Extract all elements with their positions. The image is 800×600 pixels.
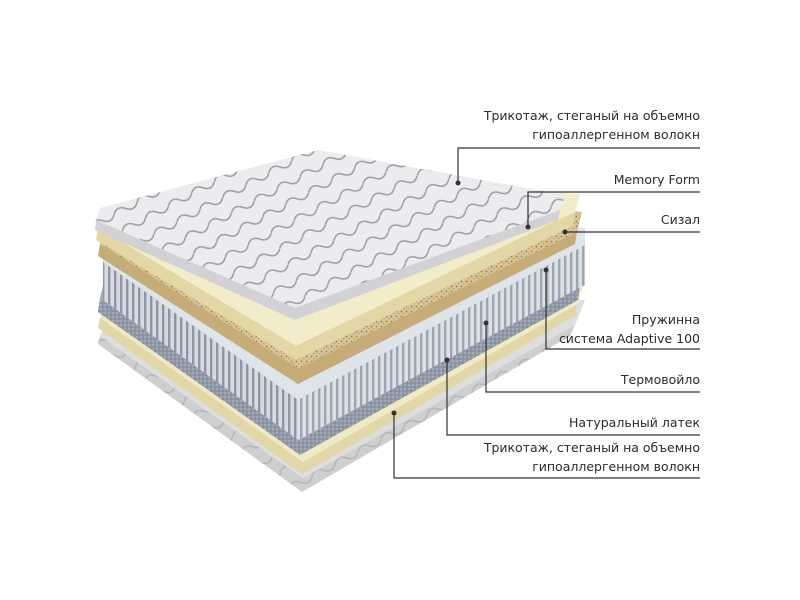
leader-dots [391, 180, 568, 416]
leader-line-5 [485, 323, 700, 393]
leader-line-2 [527, 191, 700, 227]
leader-line-6 [446, 360, 700, 436]
top-fabric-layer [95, 150, 565, 320]
leader-line-4 [545, 270, 700, 350]
leader-lines [393, 147, 700, 479]
leader-line-1 [457, 147, 700, 183]
leader-line-7 [393, 413, 700, 479]
